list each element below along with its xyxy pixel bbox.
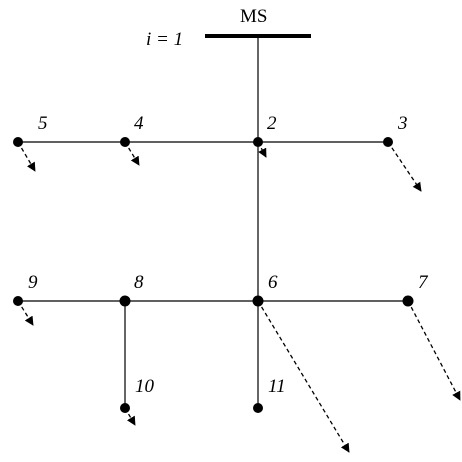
load-arrow-9 [17, 300, 34, 326]
node-9 [13, 296, 23, 306]
source-index-label: i = 1 [146, 29, 183, 50]
load-arrow-5 [17, 141, 36, 172]
load-arrow-3 [387, 141, 422, 192]
load-arrow-6 [257, 300, 350, 453]
node-8 [119, 295, 131, 307]
node-7 [402, 295, 414, 307]
node-3 [383, 137, 393, 147]
node-4 [120, 137, 130, 147]
source-label: MS [240, 6, 267, 27]
node-label-8: 8 [134, 272, 144, 293]
node-6 [252, 295, 264, 307]
node-5 [13, 137, 23, 147]
node-label-3: 3 [397, 113, 408, 134]
node-11 [253, 403, 263, 413]
node-label-6: 6 [268, 272, 278, 293]
node-label-4: 4 [134, 113, 144, 134]
node-label-11: 11 [268, 376, 286, 397]
node-label-5: 5 [38, 113, 48, 134]
load-arrow-4 [124, 141, 140, 166]
node-2 [253, 137, 263, 147]
node-label-9: 9 [28, 272, 38, 293]
node-label-7: 7 [418, 272, 429, 293]
load-arrow-7 [407, 300, 461, 401]
node-label-10: 10 [135, 376, 155, 397]
node-label-2: 2 [267, 113, 277, 134]
node-10 [120, 403, 130, 413]
